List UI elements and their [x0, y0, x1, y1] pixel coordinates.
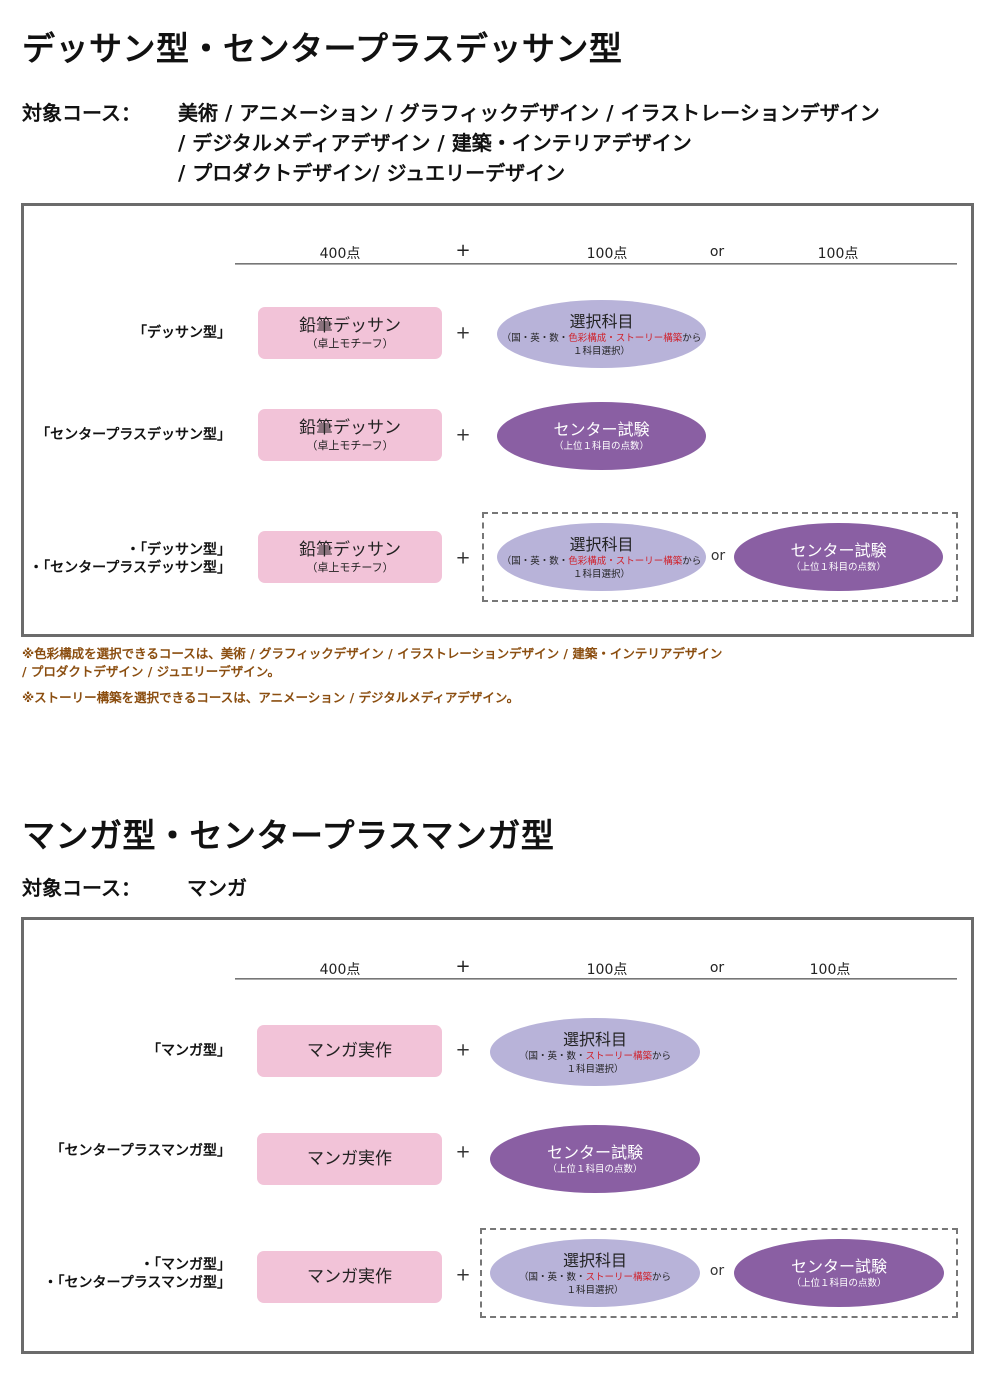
elective-highlight: 色彩構成・ストーリー構築	[568, 555, 683, 567]
elective-subtitle-2: １科目選択）	[566, 1284, 624, 1296]
elective-title: 選択科目	[569, 534, 634, 554]
header-rule	[235, 978, 957, 980]
practical-title: マンガ実作	[307, 1148, 392, 1169]
elective-subtitle-2: １科目選択）	[572, 568, 630, 580]
center-exam-ellipse: センター試験 （上位１科目の点数）	[734, 523, 943, 591]
section2-title: マンガ型・センタープラスマンガ型	[22, 816, 555, 855]
section1-title: デッサン型・センタープラスデッサン型	[22, 29, 623, 68]
practical-title: 鉛筆デッサン	[299, 418, 401, 438]
practical-box: 鉛筆デッサン （卓上モチーフ）	[258, 531, 442, 583]
courses-value: マンガ	[187, 876, 247, 900]
choice-dashed-box	[480, 1228, 958, 1318]
header-rule	[235, 263, 957, 265]
elective-subtitle: （国・英・数・ストーリー構築から	[518, 1050, 672, 1062]
plus-sign: +	[455, 322, 471, 344]
row-label-combined-b: ・「センタープラスデッサン型」	[29, 560, 231, 576]
elective-highlight: ストーリー構築	[585, 1050, 652, 1062]
or-word: or	[709, 1263, 725, 1279]
note-color-composition: ※色彩構成を選択できるコースは、美術 / グラフィックデザイン / イラストレー…	[22, 646, 723, 661]
center-title: センター試験	[553, 420, 650, 439]
center-subtitle: （上位１科目の点数）	[791, 1278, 887, 1289]
note-story: ※ストーリー構築を選択できるコースは、アニメーション / デジタルメディアデザイ…	[22, 690, 520, 705]
practical-title: マンガ実作	[307, 1040, 392, 1061]
center-exam-ellipse: センター試験 （上位１科目の点数）	[734, 1239, 944, 1307]
row-label-center-manga: 「センタープラスマンガ型」	[50, 1143, 231, 1159]
practical-subtitle: （卓上モチーフ）	[306, 561, 394, 574]
header-or: or	[709, 960, 725, 976]
courses-line-1: 美術 / アニメーション / グラフィックデザイン / イラストレーションデザイ…	[178, 101, 880, 125]
courses-line-2: / デジタルメディアデザイン / 建築・インテリアデザイン	[178, 131, 692, 155]
elective-ellipse: 選択科目 （国・英・数・ストーリー構築から １科目選択）	[490, 1018, 700, 1086]
header-or: or	[709, 244, 725, 260]
practical-title: マンガ実作	[307, 1266, 392, 1287]
center-subtitle: （上位１科目の点数）	[790, 562, 886, 573]
practical-box: マンガ実作	[257, 1025, 442, 1077]
choice-dashed-box	[482, 512, 958, 602]
plus-sign: +	[455, 1141, 471, 1163]
or-word: or	[710, 548, 726, 564]
header-score-elective: 100点	[586, 246, 628, 262]
center-title: センター試験	[546, 1143, 643, 1162]
courses-label: 対象コース：	[22, 101, 141, 125]
elective-ellipse: 選択科目 （国・英・数・ストーリー構築から １科目選択）	[490, 1239, 700, 1307]
practical-box: 鉛筆デッサン （卓上モチーフ）	[258, 307, 442, 359]
elective-subtitle: （国・英・数・色彩構成・ストーリー構築から	[501, 555, 702, 567]
header-score-center: 100点	[809, 962, 851, 978]
plus-sign: +	[455, 424, 471, 446]
center-subtitle: （上位１科目の点数）	[553, 441, 649, 452]
plus-sign: +	[455, 1264, 471, 1286]
plus-sign: +	[455, 547, 471, 569]
practical-box: マンガ実作	[257, 1251, 442, 1303]
courses-label: 対象コース：	[22, 876, 141, 900]
elective-subtitle: （国・英・数・ストーリー構築から	[518, 1271, 672, 1283]
section2-diagram-frame	[21, 917, 974, 1354]
row-label-combined-a: ・「マンガ型」	[140, 1257, 231, 1273]
elective-subtitle-2: １科目選択）	[566, 1063, 624, 1075]
elective-subtitle-2: １科目選択）	[572, 345, 630, 357]
row-label-center-dessin: 「センタープラスデッサン型」	[36, 427, 231, 443]
row-label-manga: 「マンガ型」	[147, 1043, 231, 1059]
center-exam-ellipse: センター試験 （上位１科目の点数）	[497, 402, 706, 470]
center-title: センター試験	[790, 1257, 887, 1276]
header-plus: +	[455, 240, 471, 261]
elective-subtitle: （国・英・数・色彩構成・ストーリー構築から	[501, 332, 702, 344]
section1-diagram-frame	[21, 203, 974, 637]
elective-ellipse: 選択科目 （国・英・数・色彩構成・ストーリー構築から １科目選択）	[497, 300, 706, 368]
practical-title: 鉛筆デッサン	[299, 316, 401, 336]
header-score-practical: 400点	[319, 962, 361, 978]
practical-subtitle: （卓上モチーフ）	[306, 439, 394, 452]
center-subtitle: （上位１科目の点数）	[547, 1164, 643, 1175]
courses-line-3: / プロダクトデザイン/ ジュエリーデザイン	[178, 161, 566, 185]
row-label-combined-b: ・「センタープラスマンガ型」	[43, 1275, 231, 1291]
row-label-dessin: 「デッサン型」	[133, 325, 231, 341]
center-exam-ellipse: センター試験 （上位１科目の点数）	[490, 1125, 700, 1193]
header-score-practical: 400点	[319, 246, 361, 262]
practical-box: 鉛筆デッサン （卓上モチーフ）	[258, 409, 442, 461]
practical-box: マンガ実作	[257, 1133, 442, 1185]
center-title: センター試験	[790, 541, 887, 560]
practical-subtitle: （卓上モチーフ）	[306, 337, 394, 350]
header-score-center: 100点	[817, 246, 859, 262]
elective-title: 選択科目	[562, 1029, 627, 1049]
elective-ellipse: 選択科目 （国・英・数・色彩構成・ストーリー構築から １科目選択）	[497, 523, 706, 591]
header-plus: +	[455, 956, 471, 977]
elective-title: 選択科目	[569, 311, 634, 331]
plus-sign: +	[455, 1039, 471, 1061]
practical-title: 鉛筆デッサン	[299, 540, 401, 560]
header-score-elective: 100点	[586, 962, 628, 978]
row-label-combined-a: ・「デッサン型」	[126, 542, 231, 558]
note-color-composition-cont: / プロダクトデザイン / ジュエリーデザイン。	[22, 664, 281, 679]
elective-highlight: ストーリー構築	[585, 1271, 652, 1283]
elective-title: 選択科目	[562, 1250, 627, 1270]
elective-highlight: 色彩構成・ストーリー構築	[568, 332, 683, 344]
